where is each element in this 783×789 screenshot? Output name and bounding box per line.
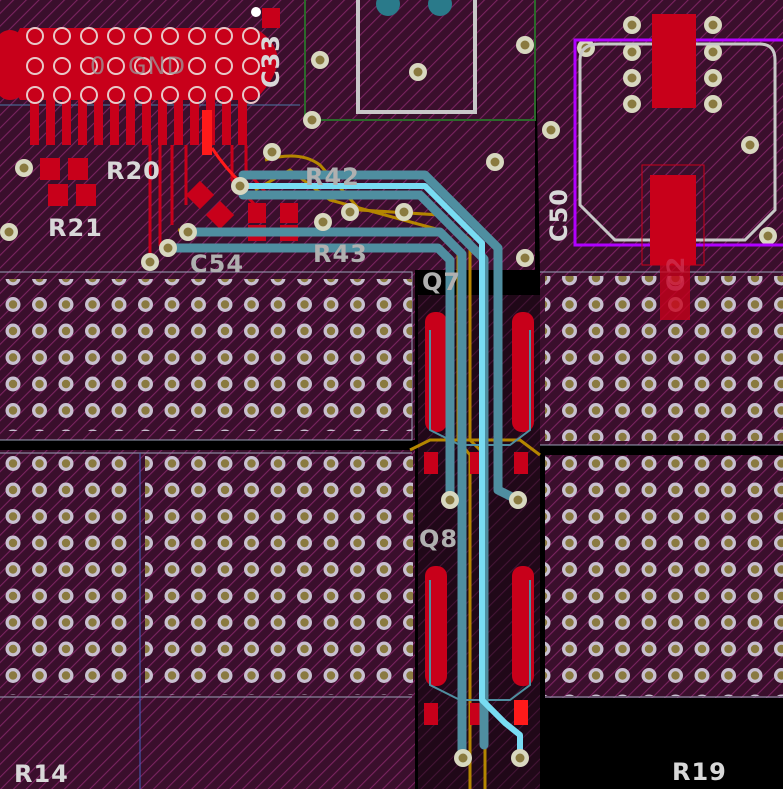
label-r19: R19 xyxy=(672,758,727,786)
capacitor-c2-footprint[interactable] xyxy=(573,14,783,320)
label-r20: R20 xyxy=(106,157,161,185)
q7-pad-left xyxy=(425,312,447,432)
label-c2: C2 xyxy=(662,255,690,292)
label-r21: R21 xyxy=(48,214,103,242)
q8-pad-left xyxy=(425,566,447,686)
track-highlighted[interactable] xyxy=(240,183,523,758)
label-q8: Q8 xyxy=(419,525,459,553)
q7-pad-right xyxy=(512,312,534,432)
label-connector-zero: 0 xyxy=(90,52,107,80)
via-arrays xyxy=(0,276,783,696)
label-r14: R14 xyxy=(14,760,69,788)
top-center-outlines xyxy=(304,0,536,121)
via-array-right-bottom xyxy=(545,452,783,696)
tracks-teal[interactable] xyxy=(163,170,523,763)
label-c33: C33 xyxy=(257,33,285,88)
label-r43: R43 xyxy=(313,240,368,268)
via-array-left-bottom-b xyxy=(145,455,413,695)
connector-footprint[interactable] xyxy=(0,7,280,155)
label-c50: C50 xyxy=(545,187,573,242)
zone-top-right[interactable] xyxy=(535,0,783,270)
via-array-left-top xyxy=(0,279,412,431)
resistor-pads-r20-r21[interactable] xyxy=(40,158,96,206)
connector-body xyxy=(10,28,278,100)
q8-pad-right xyxy=(512,566,534,686)
label-c54: C54 xyxy=(190,250,245,278)
vias[interactable] xyxy=(0,16,777,767)
label-r42: R42 xyxy=(305,163,360,191)
via-array-left-bottom-a xyxy=(0,455,138,695)
label-q7: Q7 xyxy=(422,268,462,296)
c2-outline xyxy=(578,42,777,242)
label-gnd: GND xyxy=(128,52,187,80)
